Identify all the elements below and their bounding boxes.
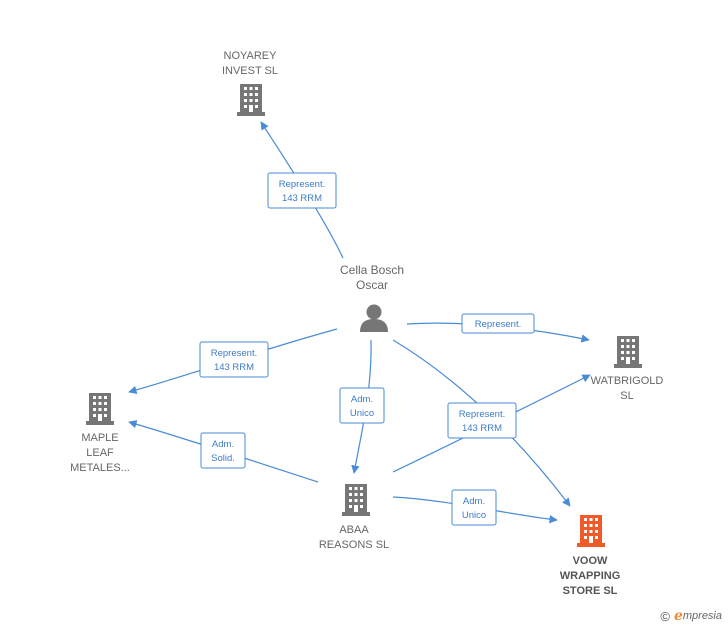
node-voow-wrapping-store[interactable]: VOOW WRAPPING STORE SL xyxy=(560,515,621,597)
edge-label-line: Adm. xyxy=(351,394,373,405)
edge-label-line: Represent. xyxy=(475,319,521,330)
edge-abaa-watbrigold: Represent. 143 RRM xyxy=(392,374,591,473)
edge-label-line: Represent. xyxy=(279,179,325,190)
node-label: WRAPPING xyxy=(560,570,621,582)
edge-label-line: Represent. xyxy=(459,409,505,420)
edge-label-line: Represent. xyxy=(211,348,257,359)
node-cella-bosch-oscar[interactable]: Cella Bosch Oscar xyxy=(340,263,404,332)
building-icon xyxy=(614,336,642,368)
node-watbrigold[interactable]: WATBRIGOLD SL xyxy=(591,336,664,402)
node-label: Cella Bosch xyxy=(340,263,404,277)
node-label: LEAF xyxy=(86,447,114,459)
edge-abaa-maple: Adm. Solid. xyxy=(128,420,319,483)
edge-cella-abaa: Adm. Unico xyxy=(339,339,385,474)
edge-label-line: Adm. xyxy=(212,439,234,450)
brand-watermark: © e mpresia xyxy=(660,608,722,624)
building-icon xyxy=(86,393,114,425)
node-label: INVEST SL xyxy=(222,65,278,77)
edge-label-line: Solid. xyxy=(211,453,235,464)
node-label: SL xyxy=(620,390,633,402)
node-label: MAPLE xyxy=(81,432,118,444)
edge-cella-maple: Represent. 143 RRM xyxy=(128,328,338,395)
node-maple-leaf-metales[interactable]: MAPLE LEAF METALES... xyxy=(70,393,130,474)
building-icon xyxy=(577,515,605,547)
brand-logo-initial: e xyxy=(673,608,683,624)
node-abaa-reasons[interactable]: ABAA REASONS SL xyxy=(319,484,389,551)
node-label: ABAA xyxy=(339,524,369,536)
node-label: VOOW xyxy=(573,555,608,567)
edge-cella-noyarey: Represent. 143 RRM xyxy=(260,121,344,259)
edge-label-line: 143 RRM xyxy=(282,193,322,204)
node-noyarey-invest[interactable]: NOYAREY INVEST SL xyxy=(222,50,278,116)
edge-abaa-voow: Adm. Unico xyxy=(392,489,558,526)
node-label: STORE SL xyxy=(563,585,618,597)
edge-label-line: 143 RRM xyxy=(214,362,254,373)
edge-label-line: Adm. xyxy=(463,496,485,507)
edge-label-line: Unico xyxy=(350,408,374,419)
edge-cella-watbrigold: Represent. xyxy=(406,313,590,343)
building-icon xyxy=(342,484,370,516)
node-label: WATBRIGOLD xyxy=(591,375,664,387)
copyright-symbol: © xyxy=(660,608,670,624)
edge-label-line: Unico xyxy=(462,510,486,521)
edge-label-line: 143 RRM xyxy=(462,423,502,434)
node-label: REASONS SL xyxy=(319,539,389,551)
brand-logo-text: mpresia xyxy=(682,610,722,622)
person-icon xyxy=(360,304,388,332)
node-label: NOYAREY xyxy=(224,50,278,62)
node-label: METALES... xyxy=(70,462,130,474)
building-icon xyxy=(237,84,265,116)
node-label: Oscar xyxy=(356,278,388,292)
